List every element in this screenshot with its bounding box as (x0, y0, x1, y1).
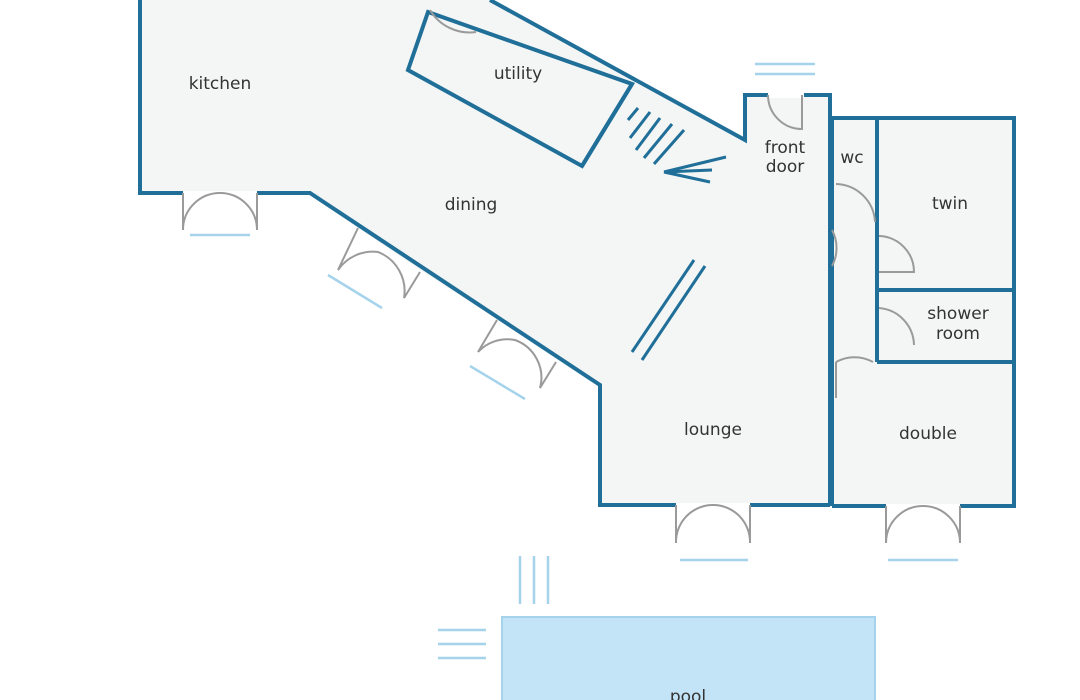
pool (501, 616, 876, 700)
label-kitchen: kitchen (189, 74, 252, 94)
label-wc: wc (840, 148, 863, 168)
front-door-leaf (767, 94, 803, 131)
walls (138, 0, 1016, 508)
label-lounge: lounge (684, 420, 742, 440)
twin-door (878, 235, 916, 273)
double-french-door (885, 504, 961, 544)
bedroom-wing-floor (832, 118, 1014, 506)
kitchen-west-wall (138, 0, 830, 507)
kitchen-top-door (429, 9, 477, 34)
front-door-gap (768, 92, 804, 98)
dining-french-door-2 (477, 319, 557, 389)
label-double: double (899, 424, 957, 444)
label-pool: pool (670, 687, 706, 700)
label-shower-1: shower (927, 304, 988, 324)
stair-divider (580, 82, 634, 168)
kitchen-french-door (182, 191, 258, 231)
hall-door (831, 229, 838, 267)
shower-door (878, 307, 915, 346)
windows (190, 62, 958, 660)
dining-french-door-1 (337, 227, 421, 299)
main-floor (140, 0, 830, 505)
double-door (835, 356, 874, 398)
label-utility: utility (494, 64, 542, 84)
label-front-door-1: front (765, 138, 806, 158)
stairs (626, 107, 727, 361)
lounge-french-door (674, 503, 752, 544)
room-labels: kitchen utility dining front door wc twi… (189, 64, 989, 700)
doors (182, 9, 961, 544)
wc-door (835, 183, 876, 223)
floor-areas (140, 0, 1014, 506)
label-dining: dining (445, 195, 498, 215)
label-shower-2: room (936, 324, 980, 344)
label-twin: twin (932, 194, 968, 214)
label-front-door-2: door (766, 157, 805, 177)
